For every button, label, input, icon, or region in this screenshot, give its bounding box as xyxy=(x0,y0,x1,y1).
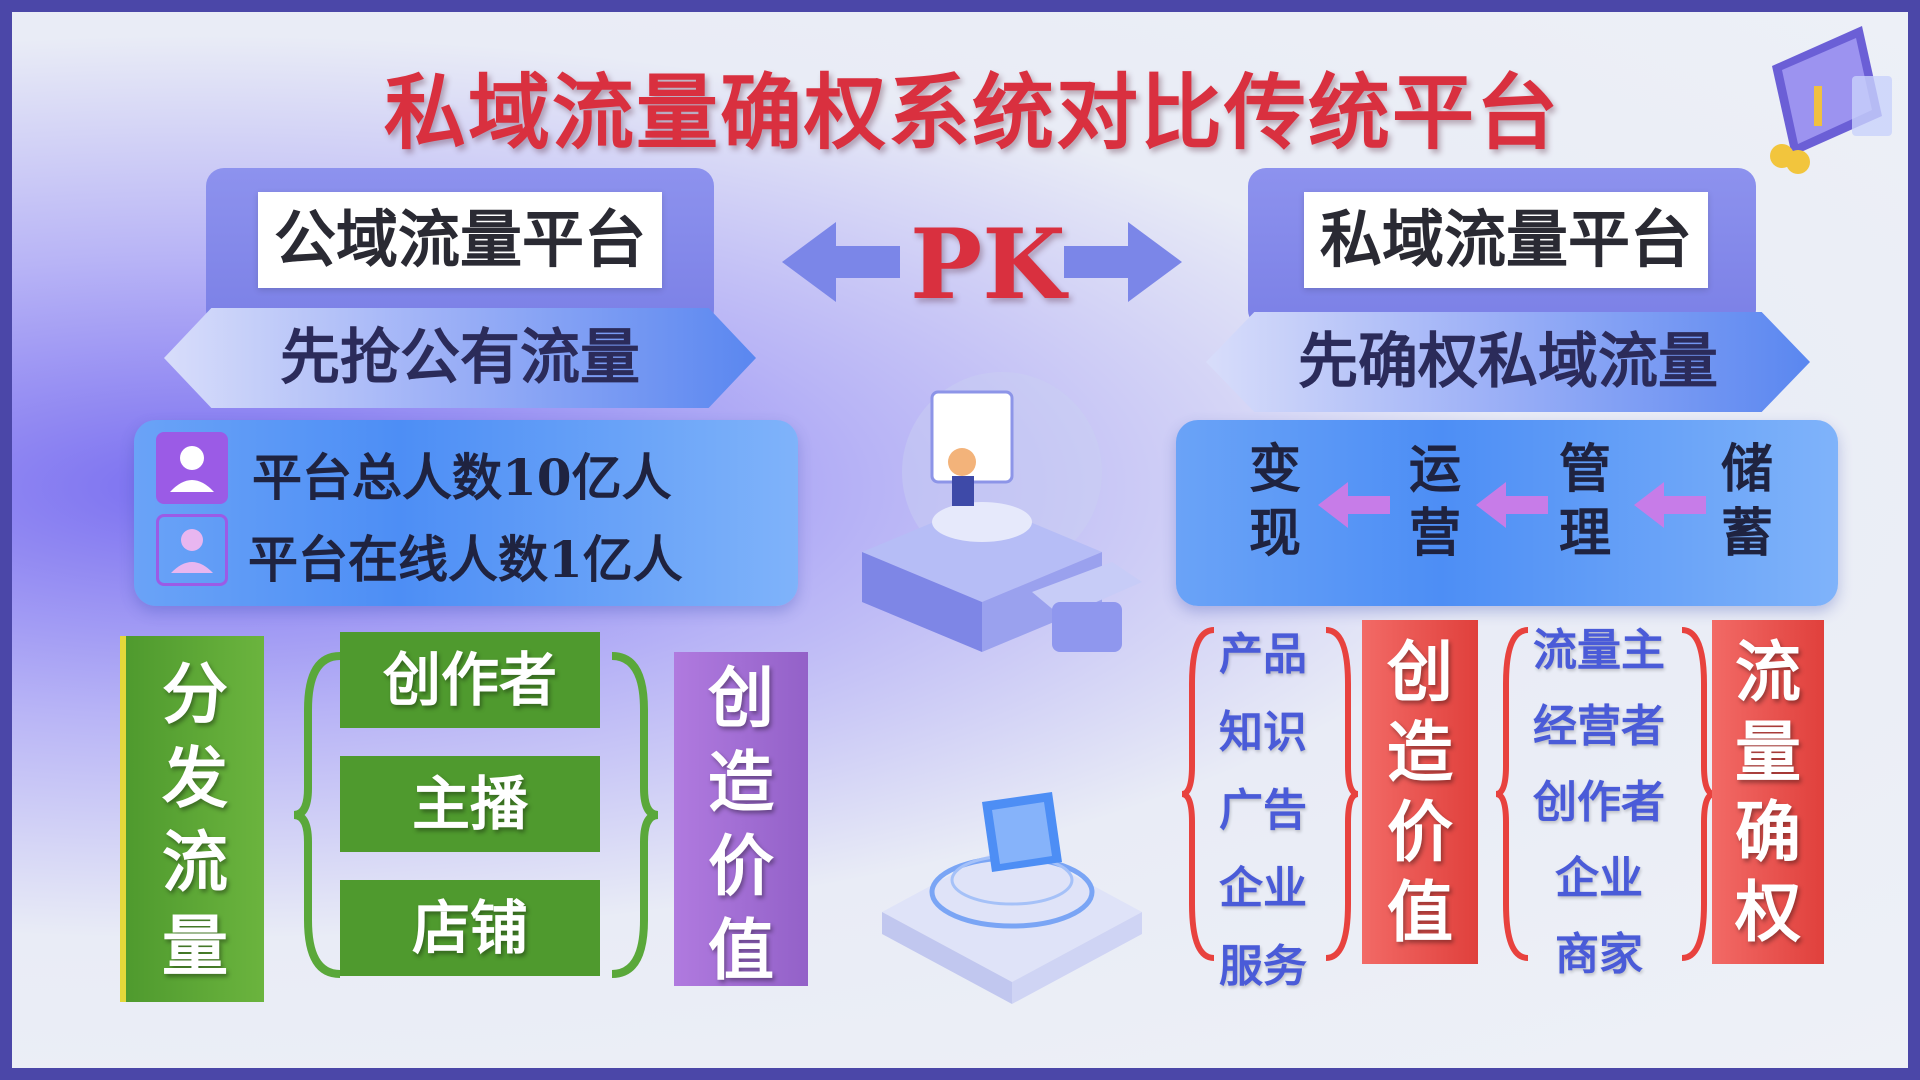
rights-char: 权 xyxy=(1735,873,1801,951)
flow-step-store: 储蓄 xyxy=(1720,439,1773,564)
distribute-traffic-column: 分 发 流 量 xyxy=(120,636,264,1002)
user-outline-icon xyxy=(156,514,228,586)
role-creator: 创作者 xyxy=(340,632,600,728)
value-char: 价 xyxy=(708,827,774,905)
value-char: 价 xyxy=(1387,793,1453,871)
flow-step-operate: 运营 xyxy=(1408,439,1461,564)
owner-item: 经营者 xyxy=(1533,701,1665,752)
distribute-char: 发 xyxy=(162,739,228,817)
product-item: 知识 xyxy=(1219,707,1307,758)
brace-right-icon xyxy=(1681,627,1715,961)
value-char: 造 xyxy=(1387,713,1453,791)
arrow-right-icon xyxy=(1064,222,1182,302)
value-char: 造 xyxy=(708,743,774,821)
create-value-column-left: 创 造 价 值 xyxy=(674,652,808,989)
distribute-char: 量 xyxy=(162,907,228,985)
product-item: 服务 xyxy=(1219,941,1307,992)
total-users-stat: 平台总人数10亿人 xyxy=(252,448,672,507)
rights-char: 量 xyxy=(1735,713,1801,791)
product-item: 产品 xyxy=(1219,629,1307,680)
role-shop: 店铺 xyxy=(340,880,600,976)
private-platform-title: 私域流量平台 xyxy=(1304,192,1708,288)
owner-item: 商家 xyxy=(1555,929,1643,980)
distribute-char: 流 xyxy=(162,823,228,901)
arrow-left-icon xyxy=(782,222,900,302)
product-item: 广告 xyxy=(1219,785,1307,836)
public-platform-subtitle: 先抢公有流量 xyxy=(164,308,756,408)
value-char: 创 xyxy=(708,659,774,737)
flow-step-manage: 管理 xyxy=(1558,439,1611,564)
role-streamer: 主播 xyxy=(340,756,600,852)
create-value-column-right: 创 造 价 值 xyxy=(1362,620,1478,964)
owner-item: 创作者 xyxy=(1533,777,1665,828)
product-item: 企业 xyxy=(1219,863,1307,914)
private-platform-subtitle: 先确权私域流量 xyxy=(1206,312,1810,412)
owner-item: 企业 xyxy=(1555,853,1643,904)
owner-item: 流量主 xyxy=(1533,625,1665,676)
brace-right-icon xyxy=(1325,627,1359,961)
value-char: 创 xyxy=(1387,633,1453,711)
platform-illustration-icon xyxy=(882,792,1142,1004)
rights-char: 确 xyxy=(1735,793,1801,871)
brace-left-icon xyxy=(1181,627,1215,961)
brace-left-icon xyxy=(1495,627,1529,961)
brace-right-icon xyxy=(611,652,659,978)
public-stats-panel xyxy=(134,420,798,606)
public-platform-title: 公域流量平台 xyxy=(258,192,662,288)
workstation-illustration-icon xyxy=(862,372,1142,652)
owner-list: 流量主 经营者 创作者 企业 商家 xyxy=(1524,616,1674,996)
online-users-stat: 平台在线人数1亿人 xyxy=(248,530,683,589)
product-list: 产品 知识 广告 企业 服务 xyxy=(1208,620,1318,1010)
flow-arrow-icon xyxy=(1634,482,1706,528)
rights-char: 流 xyxy=(1735,633,1801,711)
laptop-illustration-icon xyxy=(1770,26,1892,174)
flow-arrow-icon xyxy=(1476,482,1548,528)
pk-label: PK xyxy=(910,208,1066,321)
value-char: 值 xyxy=(1387,873,1453,951)
flow-arrow-icon xyxy=(1318,482,1390,528)
page-title: 私域流量确权系统对比传统平台 xyxy=(383,65,1560,161)
distribute-char: 分 xyxy=(162,655,228,733)
user-icon xyxy=(156,432,228,504)
value-char: 值 xyxy=(708,911,774,989)
brace-left-icon xyxy=(293,652,341,978)
traffic-rights-column: 流 量 确 权 xyxy=(1712,620,1824,964)
flow-step-monetize: 变现 xyxy=(1248,439,1301,564)
